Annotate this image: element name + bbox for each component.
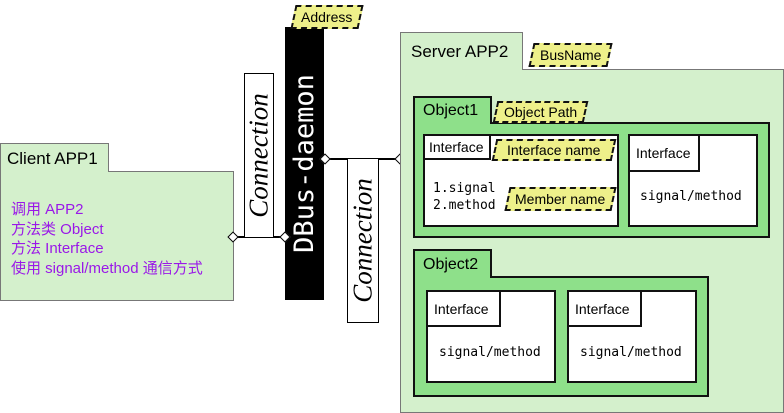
dbus-daemon-bar: DBus-daemon xyxy=(285,27,324,300)
object2-interface-b-content: signal/method xyxy=(580,345,682,360)
object1-tab: Object1 xyxy=(413,96,492,124)
client-app-panel xyxy=(0,171,234,301)
connection-left-label: Connection xyxy=(244,93,274,218)
connection-right-label-box: Connection xyxy=(347,158,379,323)
server-app-title: Server APP2 xyxy=(411,42,509,61)
object2-title: Object2 xyxy=(423,255,479,273)
object2-interface-b-title: Interface xyxy=(575,300,630,317)
object1-interface-a-title: Interface xyxy=(429,139,484,155)
connection-right-label: Connection xyxy=(347,178,378,303)
object1-title: Object1 xyxy=(423,102,479,119)
object-path-tag: Object Path xyxy=(492,101,589,123)
server-app-tab: Server APP2 xyxy=(400,32,523,70)
interface-name-tag-label: Interface name xyxy=(507,142,601,158)
object2-interface-a-title: Interface xyxy=(434,300,489,317)
interface-name-tag: Interface name xyxy=(491,139,617,161)
client-line-2: 方法类 Object xyxy=(11,220,104,238)
object1-interface-a-tab: Interface xyxy=(423,134,491,160)
object-path-tag-label: Object Path xyxy=(503,104,578,120)
member-name-tag: Member name xyxy=(504,187,617,211)
object1-interface-b-content: signal/method xyxy=(640,189,742,204)
address-tag-label: Address xyxy=(301,9,353,25)
object2-interface-a-content: signal/method xyxy=(439,345,541,360)
object2-interface-a-tab: Interface xyxy=(426,290,501,327)
member-name-tag-label: Member name xyxy=(515,191,606,207)
object1-interface-b-title: Interface xyxy=(636,145,691,161)
client-app-title: Client APP1 xyxy=(7,148,98,168)
address-tag: Address xyxy=(290,5,364,29)
dbus-daemon-label: DBus-daemon xyxy=(289,74,320,253)
client-line-4: 使用 signal/method 通信方式 xyxy=(11,259,203,277)
object1-interface-b-tab: Interface xyxy=(628,134,700,172)
bus-name-tag-label: BusName xyxy=(539,47,602,63)
client-app-description: 调用 APP2 方法类 Object 方法 Interface 使用 signa… xyxy=(11,200,203,278)
member-method: 2.method xyxy=(433,198,496,213)
client-line-3: 方法 Interface xyxy=(11,240,104,257)
object2-interface-b-tab: Interface xyxy=(567,290,642,327)
bus-name-tag: BusName xyxy=(528,43,613,67)
object1-interface-a-members: 1.signal 2.method xyxy=(433,180,496,214)
connection-left-label-box: Connection xyxy=(244,73,274,238)
member-signal: 1.signal xyxy=(433,181,496,196)
object2-tab: Object2 xyxy=(413,249,492,278)
client-line-1: 调用 APP2 xyxy=(11,201,84,218)
client-app-tab: Client APP1 xyxy=(0,143,109,172)
